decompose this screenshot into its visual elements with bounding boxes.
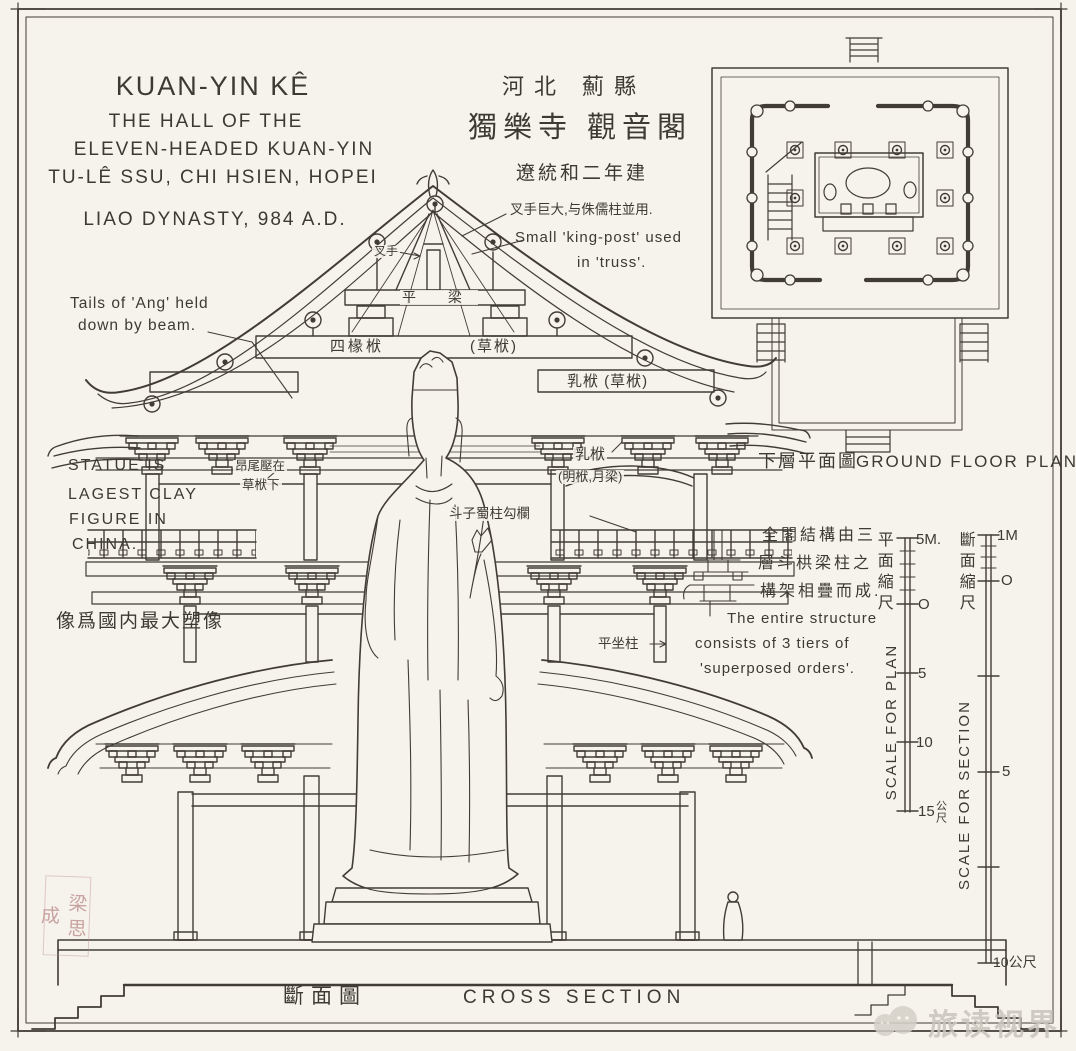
cn-title-line-3: 遼統和二年建: [515, 163, 649, 184]
sheet-border: [10, 2, 1068, 1038]
cn-title-line-1: 河北 薊縣: [501, 74, 647, 99]
part-label-chashou: 叉手: [372, 244, 401, 258]
title-line-4: TU-LÊ SSU, CHI HSIEN, HOPEI: [48, 167, 378, 188]
plan-scale-bar: [896, 537, 919, 813]
bracket-detail-sketch: [683, 529, 755, 617]
section-scale-tick-0: O: [1001, 572, 1013, 589]
plan-scale-unit: 公尺: [934, 800, 947, 824]
plan-scale-tick-0: O: [918, 596, 930, 613]
watermark-logo-icon: [874, 1006, 917, 1036]
section-scale-label-en: SCALE FOR SECTION: [956, 700, 973, 890]
title-line-3: ELEVEN-HEADED KUAN-YIN: [73, 139, 375, 160]
part-label-angwei-1: 昂尾壓在: [233, 459, 288, 474]
plan-interior-columns: [786, 141, 954, 255]
plan-label-cn: 下層平面圖: [758, 451, 858, 471]
plan-label-en: GROUND FLOOR PLAN: [856, 452, 1076, 471]
ang-annotation-line-2: down by beam.: [78, 317, 197, 334]
plan-scale-tick-5m: 5M.: [916, 531, 942, 548]
structure-note-cn-2: 層斗栱梁柱之: [758, 555, 873, 572]
section-scale-bar: [977, 534, 1000, 964]
plan-scale-tick-15: 15: [918, 803, 935, 820]
kingpost-annotation-en-2: in 'truss'.: [577, 254, 647, 271]
structure-note-cn-3: 構架相疊而成.: [760, 583, 882, 600]
plan-scale-tick-10: 10: [916, 734, 933, 751]
ang-annotation-line-1: Tails of 'Ang' held: [70, 295, 209, 312]
statue-note-line-3: FIGURE IN: [69, 511, 168, 528]
part-label-pingliang: 平 梁: [400, 289, 478, 305]
statue-note-line-4: CHINA.: [72, 536, 139, 553]
section-scale-tick-5: 5: [1002, 763, 1011, 780]
kuanyin-statue: [311, 350, 553, 943]
cn-title-line-2: 獨樂寺 觀音閣: [467, 112, 693, 144]
part-label-sichuanfu: 四椽栿: [328, 338, 387, 355]
part-label-caofu: (草栿): [468, 338, 520, 355]
structure-note-cn-1: 全閣結構由三: [762, 527, 877, 544]
structure-note-en-2: consists of 3 tiers of: [695, 635, 850, 652]
part-label-rufu-cao: 乳栿 (草栿): [565, 373, 651, 390]
part-label-pingzuozhu: 平坐柱: [596, 636, 641, 652]
plan-scale-tick-5: 5: [918, 665, 927, 682]
section-scale-bottom: 10公尺: [993, 954, 1037, 970]
statue-note-cn: 像爲國内最大塑像: [56, 611, 225, 632]
artist-seal: 梁思成: [38, 875, 92, 957]
title-line-2: THE HALL OF THE: [108, 111, 304, 132]
title-line-5: LIAO DYNASTY, 984 A.D.: [83, 209, 347, 230]
plan-altar: [814, 152, 924, 232]
part-label-rufu: 乳栿: [573, 446, 608, 463]
section-scale-label-cn: 斷面縮尺: [956, 531, 974, 615]
plan-scale-label-cn: 平面縮尺: [874, 531, 892, 615]
part-label-railing: 斗子蜀柱勾欄: [447, 506, 532, 522]
watermark: 旅读视界: [870, 1000, 1060, 1044]
structure-note-en-1: The entire structure: [727, 610, 878, 627]
section-scale-tick-1m: 1M: [997, 527, 1018, 544]
scale-figure: [722, 891, 744, 941]
structure-note-en-3: 'superposed orders'.: [700, 660, 855, 677]
part-label-rufu-ming: (明栿,月梁): [556, 469, 625, 484]
plan-scale-label-en: SCALE FOR PLAN: [883, 643, 900, 801]
part-label-angwei-2: 草栿下: [240, 478, 282, 493]
title-line-1: KUAN-YIN KÊ: [115, 71, 311, 101]
footer-label-en: CROSS SECTION: [463, 987, 686, 1008]
statue-note-line-1: STATUE IS: [68, 457, 167, 474]
watermark-text: 旅读视界: [928, 1009, 1060, 1042]
statue-note-line-2: LAGEST CLAY: [68, 486, 198, 503]
ground-floor-plan: [711, 37, 1009, 453]
kingpost-annotation-cn: 叉手巨大,与侏儒柱並用.: [508, 202, 655, 218]
kingpost-annotation-en-1: Small 'king-post' used: [515, 229, 682, 246]
leader-lines: [207, 213, 667, 648]
footer-label-cn: 斷面圖: [283, 985, 367, 1008]
